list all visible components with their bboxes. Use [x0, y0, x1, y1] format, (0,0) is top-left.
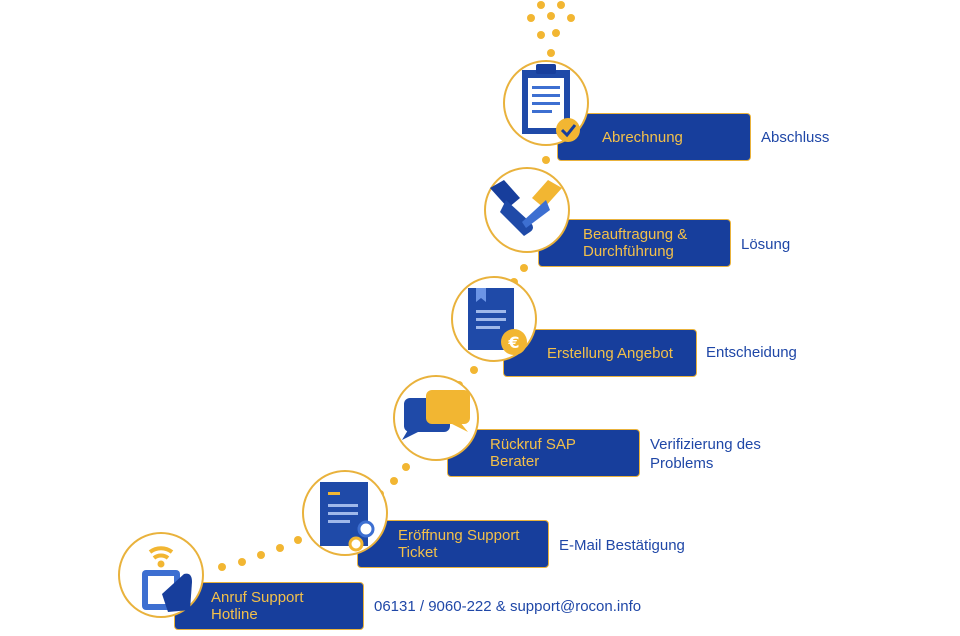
step-box-angebot: Erstellung Angebot [503, 329, 697, 377]
step-box-anruf: Anruf Support Hotline [174, 582, 364, 630]
offer-document-euro-icon: € [468, 288, 527, 355]
step-side-text: Verifizierung des Problems [650, 436, 761, 472]
step-box-ticket: Eröffnung Support Ticket [357, 520, 549, 568]
step-box-beauftragung: Beauftragung & Durchführung [538, 219, 731, 267]
step-side-text: Lösung [741, 236, 791, 253]
step-side-text: Entscheidung [706, 344, 797, 361]
step-label: Abrechnung [602, 128, 683, 146]
step-label: Erstellung Angebot [547, 344, 673, 362]
step-label: Eröffnung Support Ticket [398, 527, 520, 561]
step-side-text: 06131 / 9060-222 & support@rocon.info [374, 598, 642, 615]
step-side-text: E-Mail Bestätigung [559, 537, 685, 554]
phone-wifi-icon [142, 546, 192, 612]
step-label: Rückruf SAP Berater [490, 436, 576, 470]
step-icon-ring [484, 167, 570, 253]
step-box-rueckruf: Rückruf SAP Berater [447, 429, 640, 477]
step-label: Beauftragung & Durchführung [583, 226, 688, 260]
ticket-document-gear-icon [320, 482, 375, 552]
clipboard-check-icon [522, 64, 580, 142]
svg-text:€: € [507, 333, 519, 352]
speech-bubbles-icon [402, 390, 470, 440]
handshake-icon [490, 180, 562, 236]
step-label: Anruf Support Hotline [211, 589, 304, 623]
step-side-text: Abschluss [761, 129, 830, 146]
step-box-abrechnung: Abrechnung [557, 113, 751, 161]
